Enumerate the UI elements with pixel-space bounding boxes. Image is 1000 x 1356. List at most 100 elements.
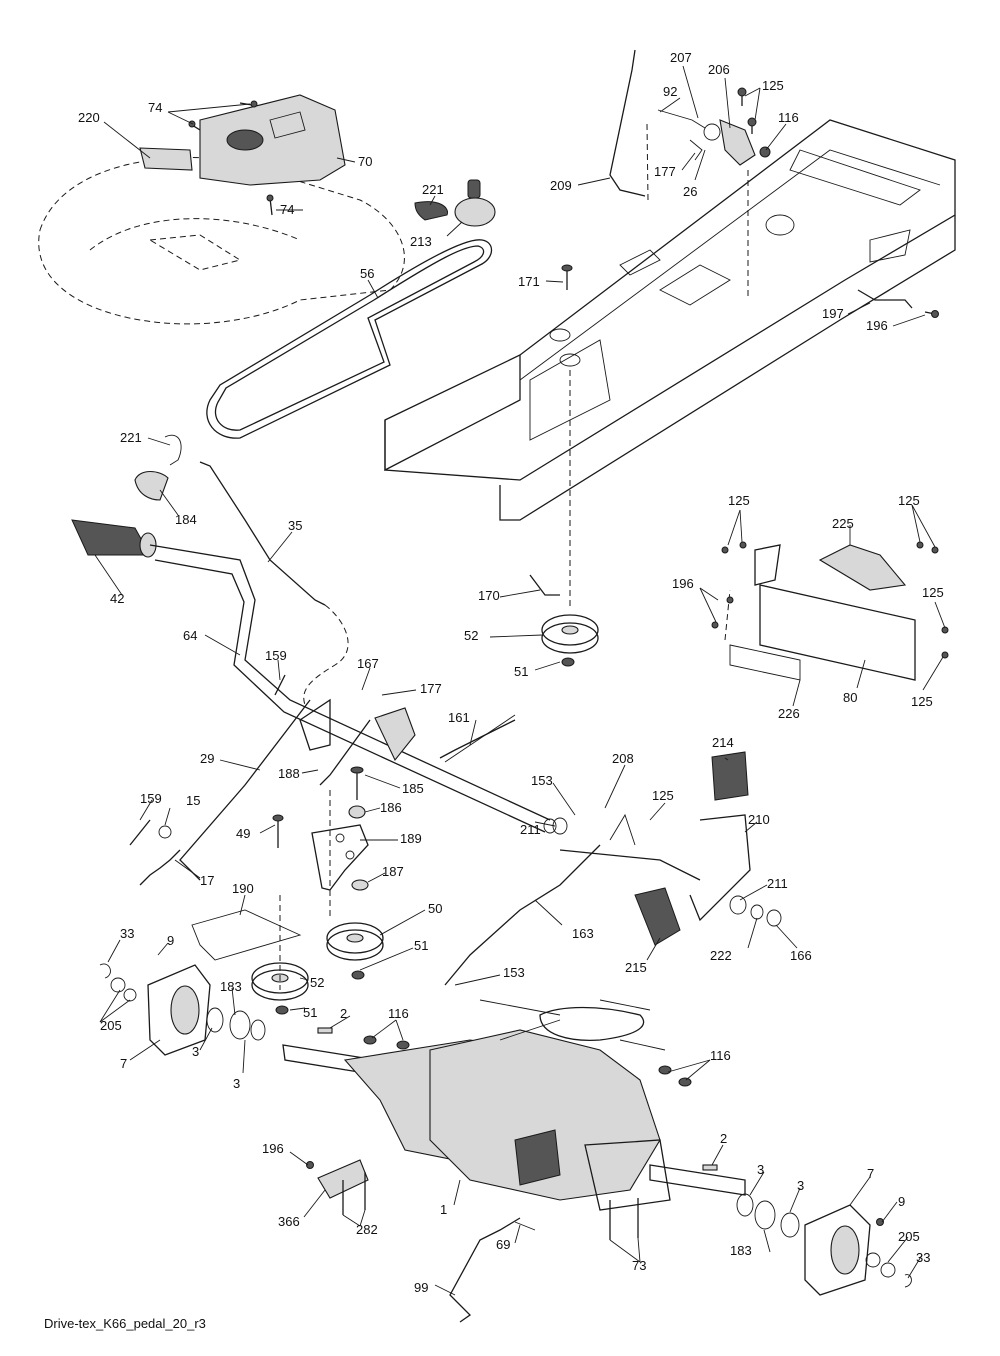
callout-188: 188 xyxy=(278,766,300,781)
callout-187: 187 xyxy=(382,864,404,879)
bracket-189 xyxy=(272,766,369,891)
callout-125: 125 xyxy=(728,493,750,508)
washers-15 xyxy=(158,825,172,839)
pedal-215 xyxy=(634,887,681,946)
callout-52: 52 xyxy=(464,628,478,643)
callout-56: 56 xyxy=(360,266,374,281)
callout-208: 208 xyxy=(612,751,634,766)
pulley-50 xyxy=(326,922,384,961)
callout-222: 222 xyxy=(710,948,732,963)
callout-50: 50 xyxy=(428,901,442,916)
callout-125: 125 xyxy=(911,694,933,709)
callout-2: 2 xyxy=(720,1131,727,1146)
callout-197: 197 xyxy=(822,306,844,321)
callout-74: 74 xyxy=(148,100,162,115)
callout-186: 186 xyxy=(380,800,402,815)
callout-211: 211 xyxy=(520,822,541,837)
callout-15: 15 xyxy=(186,793,200,808)
callout-1: 1 xyxy=(440,1202,447,1217)
callout-213: 213 xyxy=(410,234,432,249)
transaxle-1 xyxy=(282,999,746,1211)
callout-9: 9 xyxy=(898,1194,905,1209)
callout-163: 163 xyxy=(572,926,594,941)
callout-51: 51 xyxy=(303,1005,317,1020)
callout-49: 49 xyxy=(236,826,250,841)
callout-183: 183 xyxy=(730,1243,752,1258)
hub-7-left xyxy=(99,963,266,1056)
diagram-filename: Drive-tex_K66_pedal_20_r3 xyxy=(44,1316,206,1331)
shift-lever-64 xyxy=(149,544,557,834)
callout-225: 225 xyxy=(832,516,854,531)
callout-92: 92 xyxy=(663,84,677,99)
callout-125: 125 xyxy=(922,585,944,600)
bracket-366 xyxy=(306,1159,369,1215)
callout-42: 42 xyxy=(110,591,124,606)
callout-210: 210 xyxy=(748,812,770,827)
pedal-arm-210 xyxy=(559,813,751,922)
drive-belt xyxy=(206,239,493,439)
callout-26: 26 xyxy=(683,184,697,199)
callout-170: 170 xyxy=(478,588,500,603)
callout-7: 7 xyxy=(867,1166,874,1181)
callout-2: 2 xyxy=(340,1006,347,1021)
callout-214: 214 xyxy=(712,735,734,750)
callout-116: 116 xyxy=(710,1048,731,1063)
bracket-80 xyxy=(711,541,949,681)
callout-125: 125 xyxy=(762,78,784,93)
pedal-pad-42 xyxy=(71,519,157,558)
callout-labels: 2207470742212135620792206125116177262091… xyxy=(78,50,944,1295)
callout-167: 167 xyxy=(357,656,379,671)
callout-177: 177 xyxy=(420,681,442,696)
callout-215: 215 xyxy=(625,960,647,975)
callout-125: 125 xyxy=(898,493,920,508)
callout-51: 51 xyxy=(514,664,528,679)
callout-3: 3 xyxy=(797,1178,804,1193)
callout-185: 185 xyxy=(402,781,424,796)
callout-116: 116 xyxy=(388,1006,409,1021)
linkage-188 xyxy=(299,698,416,920)
callout-153: 153 xyxy=(503,965,525,980)
callout-33: 33 xyxy=(120,926,134,941)
callout-161: 161 xyxy=(448,710,470,725)
pulley-52-lower xyxy=(251,962,365,1015)
bolts-125-group xyxy=(711,541,949,659)
callout-220: 220 xyxy=(78,110,100,125)
callout-207: 207 xyxy=(670,50,692,65)
bracket-197 xyxy=(857,289,939,318)
callout-171: 171 xyxy=(518,274,540,289)
seat-pan xyxy=(199,94,346,186)
callout-33: 33 xyxy=(916,1250,930,1265)
key-2 xyxy=(317,1027,718,1171)
callout-73: 73 xyxy=(632,1258,646,1273)
knob-184 xyxy=(134,434,182,501)
spring-17 xyxy=(139,849,181,886)
callout-166: 166 xyxy=(790,948,812,963)
idler-bracket-190 xyxy=(191,895,302,990)
pin-159 xyxy=(129,674,286,846)
callout-3: 3 xyxy=(757,1162,764,1177)
callout-116: 116 xyxy=(778,110,799,125)
rod-209 xyxy=(609,49,771,300)
callout-226: 226 xyxy=(778,706,800,721)
callout-205: 205 xyxy=(898,1229,920,1244)
rod-163 xyxy=(444,844,601,986)
callout-125: 125 xyxy=(652,788,674,803)
callout-35: 35 xyxy=(288,518,302,533)
rod-35 xyxy=(199,461,349,706)
callout-3: 3 xyxy=(192,1044,199,1059)
callout-153: 153 xyxy=(531,773,553,788)
knob-213 xyxy=(414,179,496,227)
callout-183: 183 xyxy=(220,979,242,994)
pulley-52-upper xyxy=(529,370,599,667)
callout-211: 211 xyxy=(767,876,788,891)
rod-29 xyxy=(179,699,311,881)
callout-221: 221 xyxy=(422,182,444,197)
bolt-171 xyxy=(561,264,573,290)
callout-196: 196 xyxy=(262,1141,284,1156)
callout-159: 159 xyxy=(140,791,162,806)
callout-17: 17 xyxy=(200,873,214,888)
hub-7-right xyxy=(736,1193,912,1296)
callout-190: 190 xyxy=(232,881,254,896)
callout-366: 366 xyxy=(278,1214,300,1229)
